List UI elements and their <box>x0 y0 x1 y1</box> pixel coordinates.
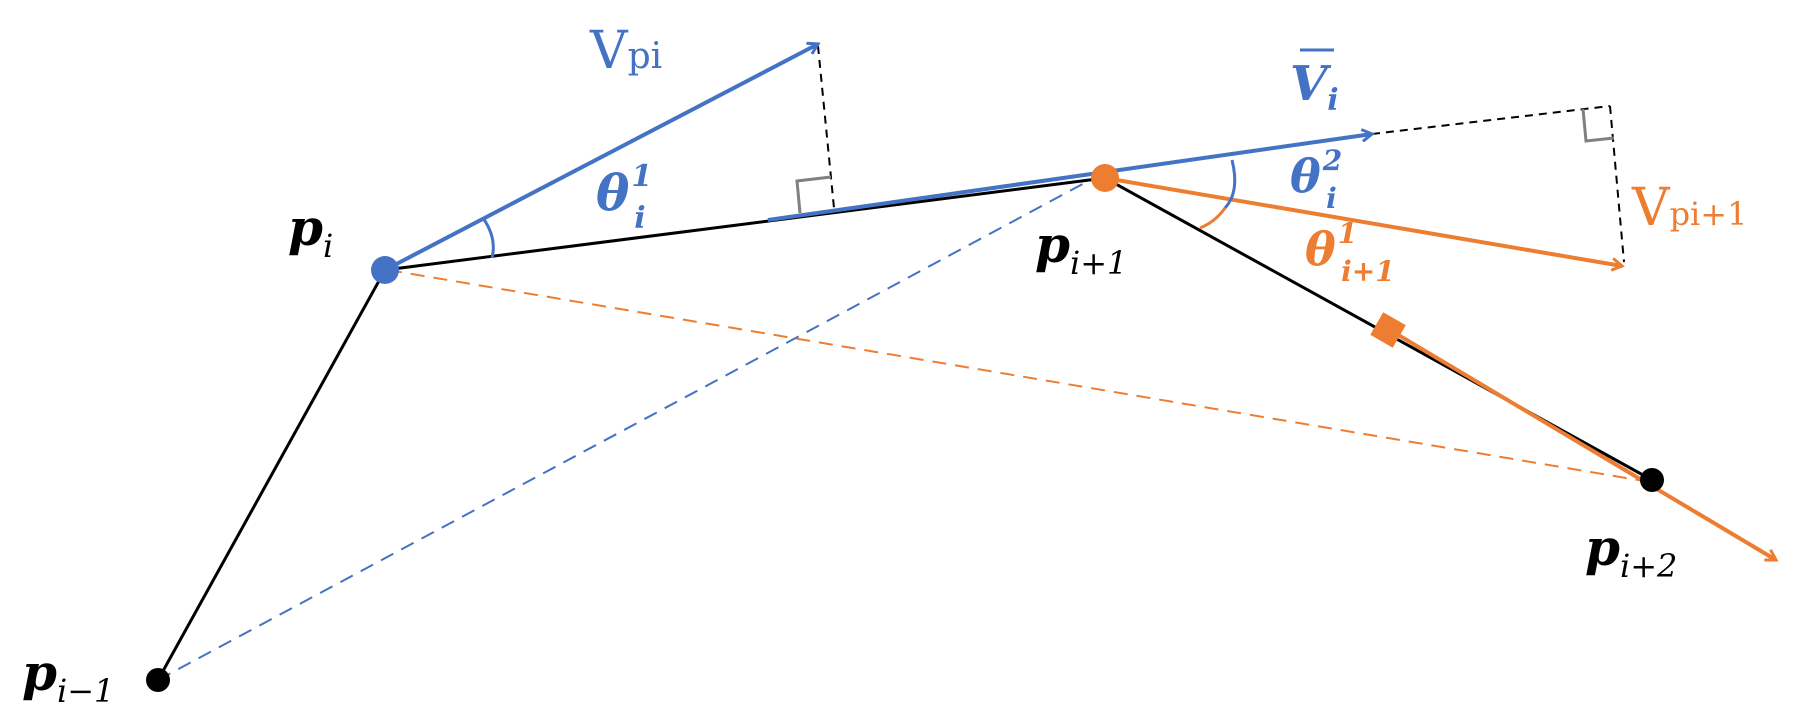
point-pip1 <box>1091 164 1119 192</box>
label-vpi: Vpi <box>589 21 662 81</box>
blue-dashed-chord <box>157 171 1106 681</box>
angle-arc-theta-ip1-1 <box>1199 207 1227 230</box>
vector-vpi <box>384 44 818 272</box>
point-pi <box>371 256 399 284</box>
label-pi: pi <box>288 198 333 265</box>
projection-vpi <box>817 45 835 209</box>
extension-vbar <box>1371 105 1611 135</box>
angle-arc-theta-i-1 <box>481 217 495 259</box>
label-vpip1: Vpi+1 <box>1631 178 1747 238</box>
point-pip2 <box>1640 468 1664 492</box>
vector-vbar <box>767 134 1372 222</box>
orange-dashed-chord <box>387 269 1651 483</box>
segment-pi-pip1 <box>384 176 1106 272</box>
right-angle-mark-left <box>795 175 832 214</box>
label-vbar: Vi <box>1290 56 1339 118</box>
projection-vpip1 <box>1609 105 1625 263</box>
right-angle-mark-right <box>1581 108 1615 143</box>
label-pim1: pi−1 <box>22 643 114 710</box>
segment-pim1-pi <box>156 269 387 681</box>
label-pip1: pi+1 <box>1035 215 1127 282</box>
point-pim1 <box>146 668 170 692</box>
vector-vpip1 <box>1104 176 1622 266</box>
vector-pip1-direction <box>1388 328 1776 562</box>
orange-square-marker <box>1370 312 1406 348</box>
label-pip2: pi+2 <box>1585 518 1677 585</box>
angle-arc-theta-i-2 <box>1223 159 1237 210</box>
